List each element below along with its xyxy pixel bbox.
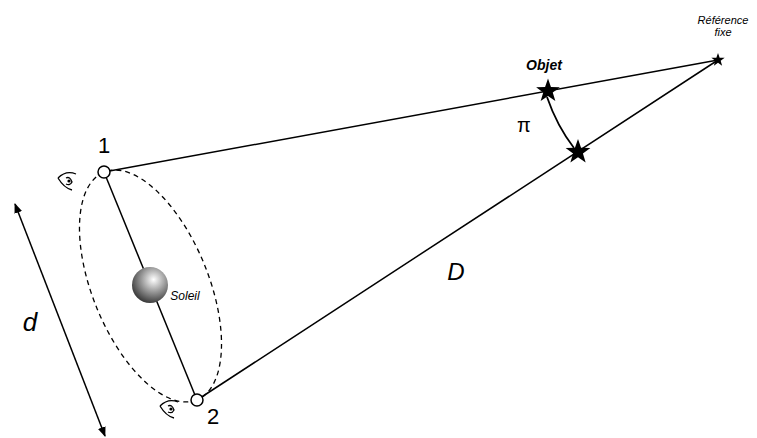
object-star [536,79,560,102]
position-number: 2 [207,405,219,429]
dimension-arrow [15,204,105,436]
parallax-arc [547,97,574,148]
position-marker [191,394,203,406]
sun-label: Soleil [170,290,199,303]
eye-pupil [169,407,172,410]
object-star-apparent [566,139,591,163]
eye-symbol [160,401,178,418]
position-marker [98,166,110,178]
eye-symbol [58,173,76,190]
parallax-angle: π [517,114,531,136]
baseline [104,172,197,400]
orbit [50,150,250,422]
distance-label: D [447,259,464,285]
reference-star [711,53,724,66]
reference-label: Référence fixe [692,14,754,38]
position-number: 1 [98,134,110,158]
object-label: Objet [526,58,562,73]
eye-pupil [67,179,70,182]
sun [132,267,168,303]
sight-line [197,60,718,400]
sight-line [104,60,718,172]
dimension-label: d [23,308,37,337]
